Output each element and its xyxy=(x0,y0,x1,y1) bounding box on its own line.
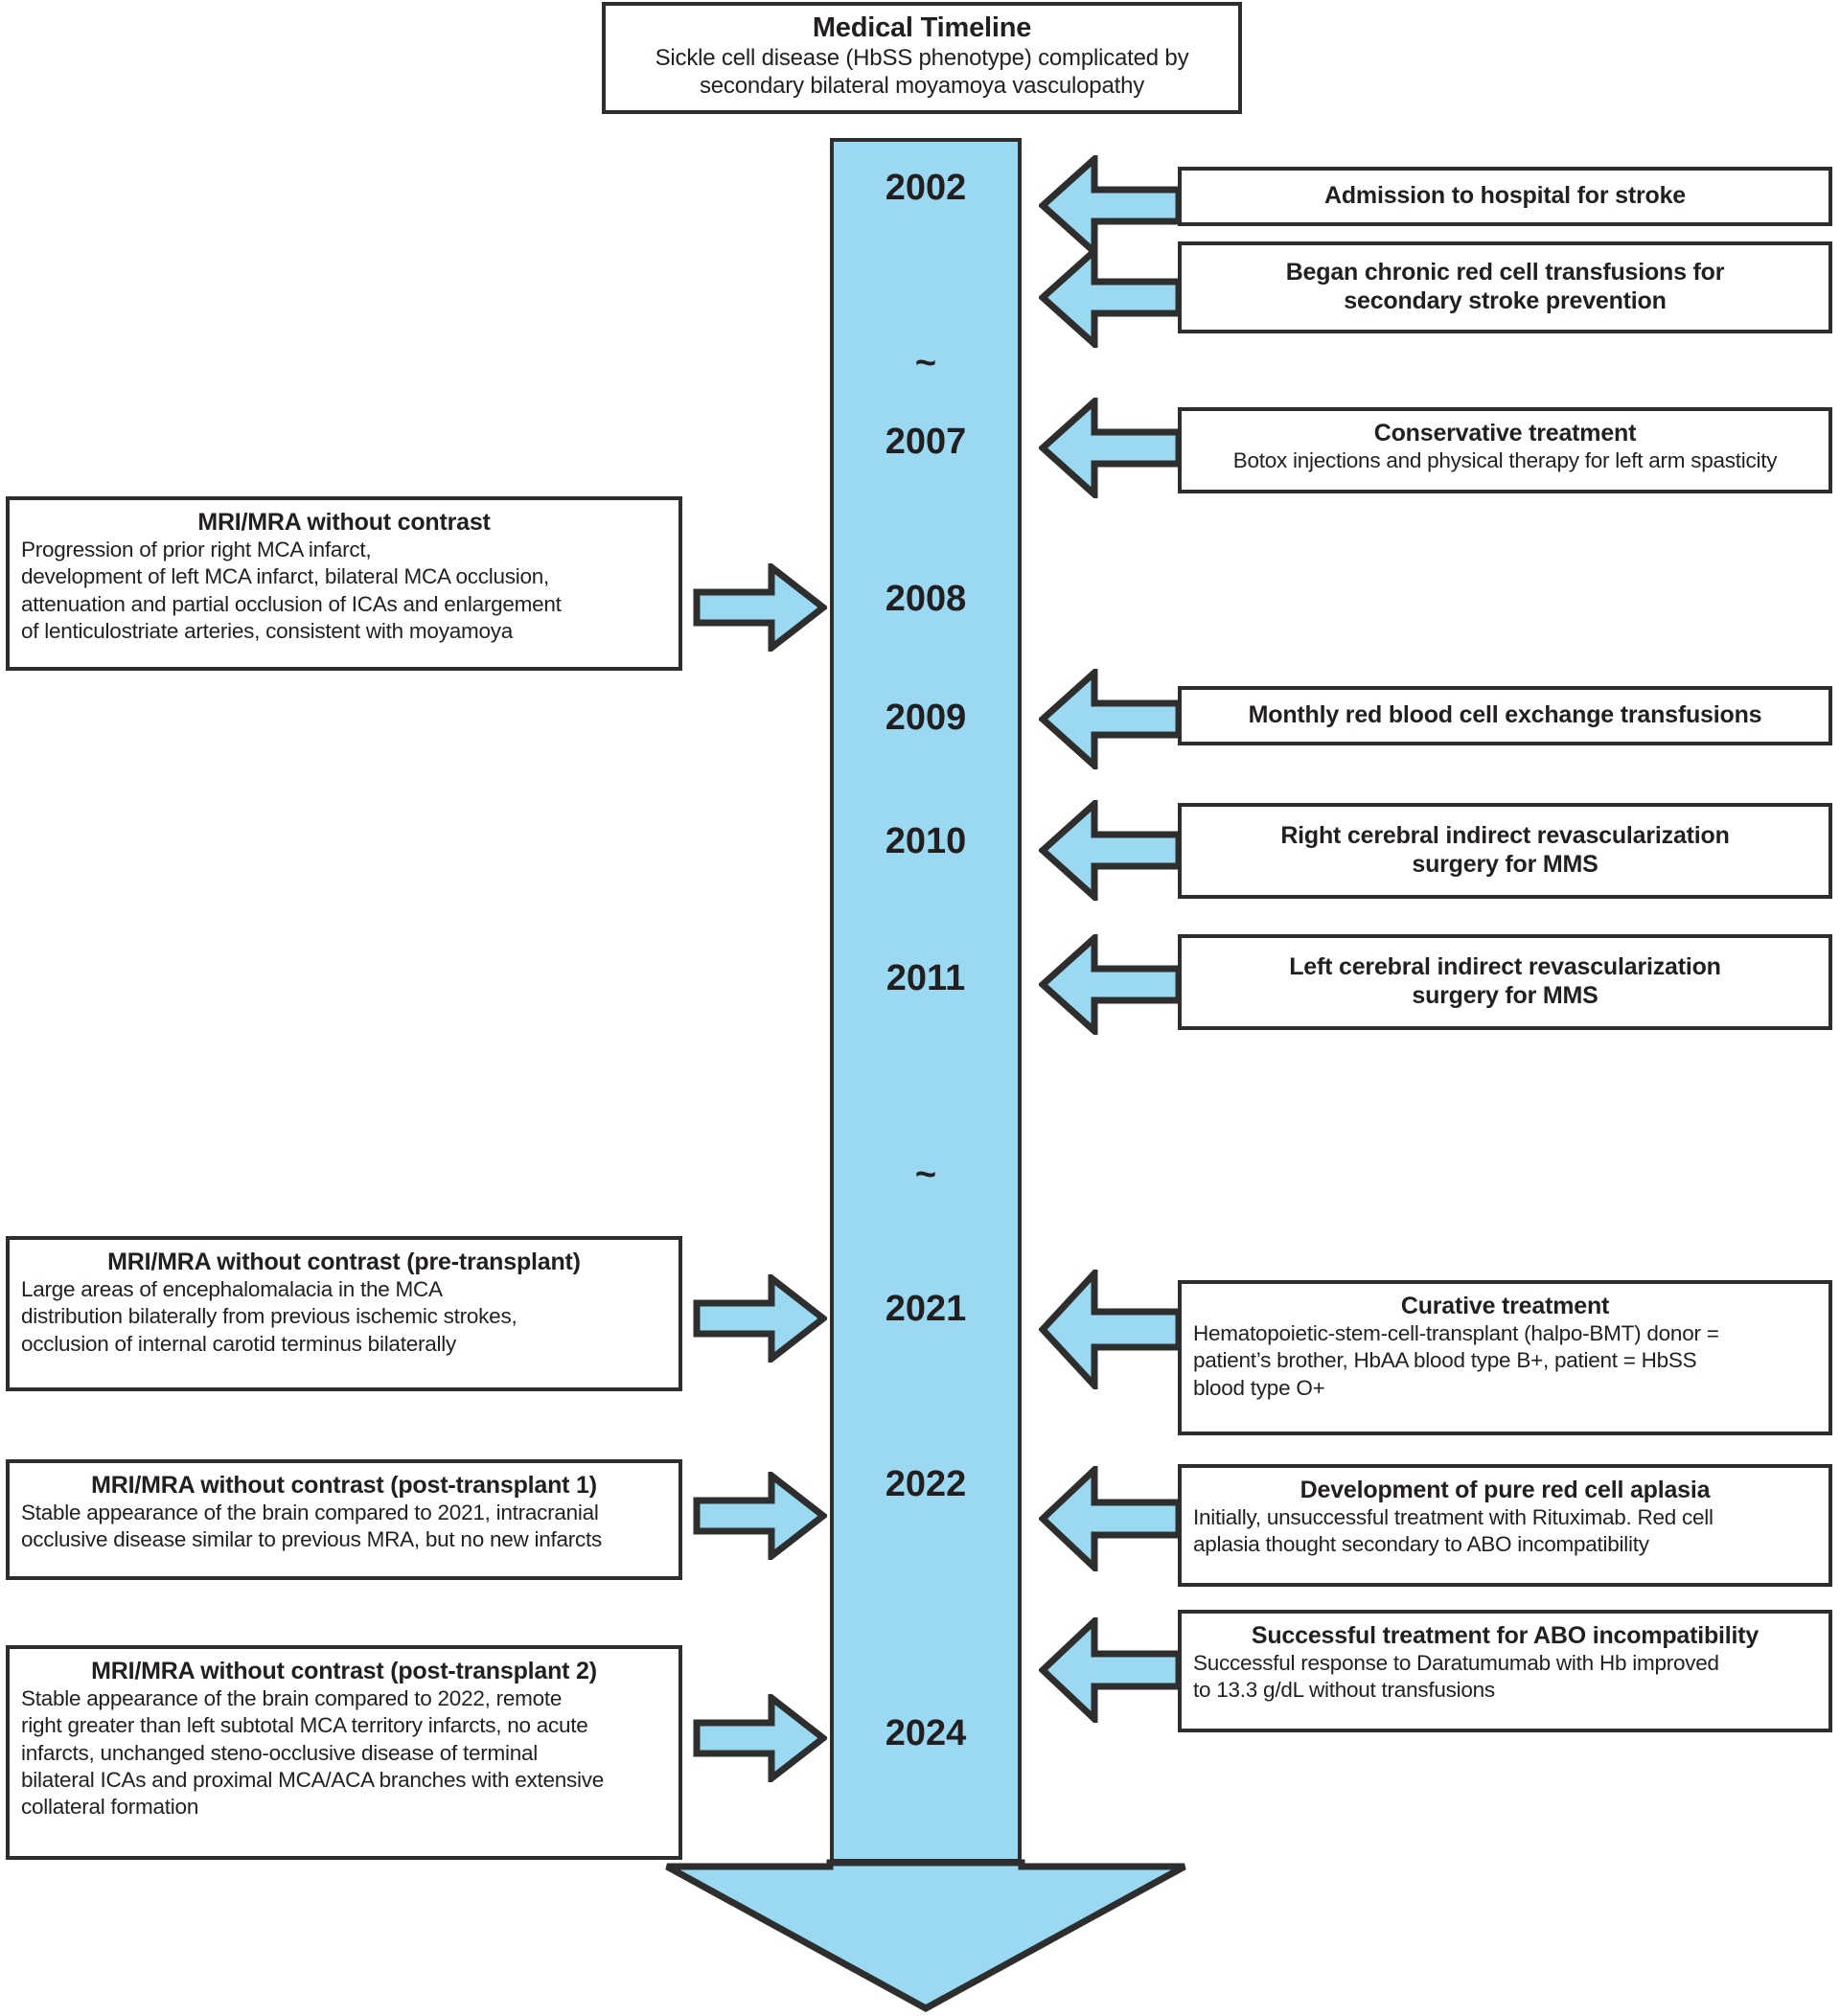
event-box-2009-exchange[interactable]: Monthly red blood cell exchange transfus… xyxy=(1178,686,1832,745)
event-heading: Conservative treatment xyxy=(1373,420,1637,447)
diagram-title-box: Medical Timeline Sickle cell disease (Hb… xyxy=(602,2,1242,114)
event-heading-line-2: secondary stroke prevention xyxy=(1344,287,1667,314)
timeline-gap-marker-1: ~ xyxy=(914,343,937,383)
event-box-2002-admission[interactable]: Admission to hospital for stroke xyxy=(1178,167,1832,226)
event-body-line-2: aplasia thought secondary to ABO incompa… xyxy=(1193,1532,1649,1557)
arrow-right-2021-mri-icon xyxy=(693,1274,827,1363)
event-box-2024-mri-post-transplant-2[interactable]: MRI/MRA without contrast (post-transplan… xyxy=(6,1645,682,1860)
event-body-line-2: development of left MCA infarct, bilater… xyxy=(21,564,550,589)
event-body-line-3: blood type O+ xyxy=(1193,1375,1325,1400)
event-body-line-1: Botox injections and physical therapy fo… xyxy=(1232,448,1778,472)
event-box-abo-incompatibility[interactable]: Successful treatment for ABO incompatibi… xyxy=(1178,1610,1832,1732)
event-body-line-2: to 13.3 g/dL without transfusions xyxy=(1193,1678,1495,1703)
event-body-line-2: right greater than left subtotal MCA ter… xyxy=(21,1713,588,1738)
arrow-right-2022-mri-icon xyxy=(693,1472,827,1560)
event-box-2002-transfusions[interactable]: Began chronic red cell transfusions for … xyxy=(1178,241,1832,333)
event-box-2022-red-cell-aplasia[interactable]: Development of pure red cell aplasia Ini… xyxy=(1178,1464,1832,1587)
event-box-2010-right-revascularization[interactable]: Right cerebral indirect revascularizatio… xyxy=(1178,803,1832,899)
arrow-left-2009-exchange-icon xyxy=(1039,669,1183,769)
event-body-line-4: of lenticulostriate arteries, consistent… xyxy=(21,619,513,644)
timeline-year-2011: 2011 xyxy=(886,958,966,998)
event-body-line-2: distribution bilaterally from previous i… xyxy=(21,1304,518,1329)
timeline-year-2024: 2024 xyxy=(885,1713,967,1753)
timeline-spine xyxy=(830,138,1022,1863)
event-body-line-4: bilateral ICAs and proximal MCA/ACA bran… xyxy=(21,1768,605,1793)
event-heading: Monthly red blood cell exchange transfus… xyxy=(1248,701,1762,728)
event-heading-line-2: surgery for MMS xyxy=(1412,982,1598,1009)
timeline-year-2010: 2010 xyxy=(885,821,967,861)
event-heading: Curative treatment xyxy=(1400,1293,1610,1319)
event-heading: MRI/MRA without contrast (post-transplan… xyxy=(91,1658,597,1684)
event-box-2021-mri-pre-transplant[interactable]: MRI/MRA without contrast (pre-transplant… xyxy=(6,1236,682,1391)
arrow-left-2007-conservative-icon xyxy=(1039,398,1183,498)
event-box-2011-left-revascularization[interactable]: Left cerebral indirect revascularization… xyxy=(1178,934,1832,1030)
event-heading: MRI/MRA without contrast (post-transplan… xyxy=(91,1472,597,1499)
timeline-year-2021: 2021 xyxy=(885,1289,967,1329)
arrow-left-abo-incompatibility-icon xyxy=(1039,1617,1183,1723)
event-heading: MRI/MRA without contrast xyxy=(197,509,491,536)
event-body-line-1: Successful response to Daratumumab with … xyxy=(1193,1651,1719,1675)
timeline-year-2009: 2009 xyxy=(885,698,967,738)
event-body-line-3: occlusion of internal carotid terminus b… xyxy=(21,1331,456,1356)
timeline-year-2002: 2002 xyxy=(885,168,967,208)
page-subtitle-line-2: secondary bilateral moyamoya vasculopath… xyxy=(699,73,1145,100)
event-box-2007-conservative[interactable]: Conservative treatment Botox injections … xyxy=(1178,407,1832,493)
page-subtitle-line-1: Sickle cell disease (HbSS phenotype) com… xyxy=(655,45,1189,72)
event-box-2022-mri-post-transplant-1[interactable]: MRI/MRA without contrast (post-transplan… xyxy=(6,1459,682,1580)
event-heading: Left cerebral indirect revascularization xyxy=(1289,953,1721,980)
event-heading: Admission to hospital for stroke xyxy=(1324,182,1686,209)
event-body-line-1: Progression of prior right MCA infarct, xyxy=(21,538,372,561)
event-body-line-1: Initially, unsuccessful treatment with R… xyxy=(1193,1505,1714,1529)
arrow-left-2011-revascularization-icon xyxy=(1039,934,1183,1035)
arrow-left-2002-admission-icon xyxy=(1039,155,1183,256)
event-body-line-3: attenuation and partial occlusion of ICA… xyxy=(21,591,562,616)
arrow-left-2022-aplasia-icon xyxy=(1039,1466,1183,1571)
event-heading: Development of pure red cell aplasia xyxy=(1300,1477,1711,1503)
arrow-right-2024-mri-icon xyxy=(693,1694,827,1782)
timeline-end-arrow-icon xyxy=(661,1855,1190,2014)
arrow-left-2010-revascularization-icon xyxy=(1039,800,1183,901)
event-body-line-5: collateral formation xyxy=(21,1795,199,1820)
arrow-right-2008-mri-icon xyxy=(693,563,827,652)
timeline-year-2007: 2007 xyxy=(885,422,967,462)
event-box-2008-mri-mra[interactable]: MRI/MRA without contrast Progression of … xyxy=(6,496,682,671)
event-heading-line-2: surgery for MMS xyxy=(1412,851,1598,878)
event-body-line-1: Hematopoietic-stem-cell-transplant (halp… xyxy=(1193,1321,1719,1345)
event-body-line-3: infarcts, unchanged steno-occlusive dise… xyxy=(21,1740,539,1765)
timeline-year-2008: 2008 xyxy=(885,579,967,619)
timeline-gap-marker-2: ~ xyxy=(914,1155,937,1195)
page-title: Medical Timeline xyxy=(812,12,1032,43)
arrow-left-2021-curative-icon xyxy=(1039,1270,1183,1389)
timeline-year-2022: 2022 xyxy=(885,1464,967,1504)
event-heading: Successful treatment for ABO incompatibi… xyxy=(1251,1622,1760,1649)
event-heading: Began chronic red cell transfusions for xyxy=(1285,259,1725,286)
event-body-line-1: Stable appearance of the brain compared … xyxy=(21,1686,563,1710)
event-heading: Right cerebral indirect revascularizatio… xyxy=(1280,822,1730,849)
event-box-2021-curative[interactable]: Curative treatment Hematopoietic-stem-ce… xyxy=(1178,1280,1832,1435)
event-heading: MRI/MRA without contrast (pre-transplant… xyxy=(107,1249,581,1275)
arrow-left-2002-transfusions-icon xyxy=(1039,247,1183,348)
event-body-line-1: Large areas of encephalomalacia in the M… xyxy=(21,1277,443,1301)
event-body-line-2: patient’s brother, HbAA blood type B+, p… xyxy=(1193,1348,1697,1373)
event-body-line-1: Stable appearance of the brain compared … xyxy=(21,1501,599,1524)
event-body-line-2: occlusive disease similar to previous MR… xyxy=(21,1527,603,1552)
